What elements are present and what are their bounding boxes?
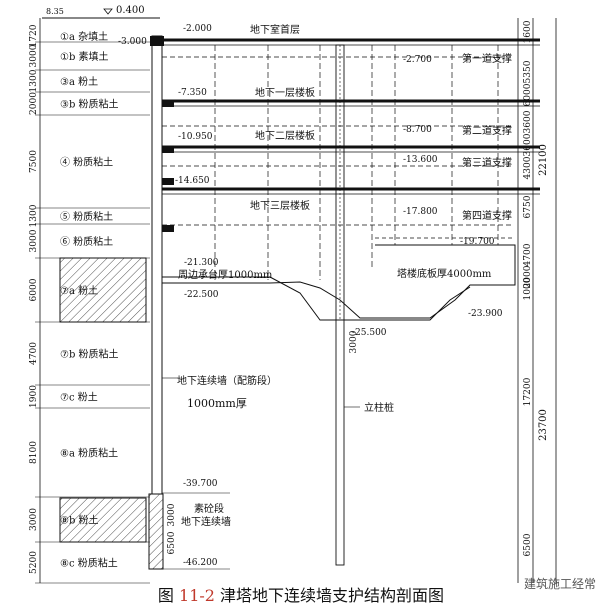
strut-4-name: 第四道支撑 bbox=[462, 209, 512, 222]
floor-b3-name: 地下三层楼板 bbox=[250, 199, 310, 212]
left-thickness-dim: 4700 bbox=[29, 342, 39, 365]
column-label: 立柱桩 bbox=[364, 401, 394, 414]
wall-cap-block bbox=[150, 36, 164, 46]
right-dim-label: 5350 bbox=[523, 60, 533, 83]
floor-b2-name: 地下二层楼板 bbox=[255, 129, 315, 142]
soil-layer-label: ⑦b 粉质粘土 bbox=[60, 348, 119, 361]
hatched-silt-8b bbox=[59, 497, 147, 543]
strut-2-name: 第二道支撑 bbox=[462, 124, 512, 137]
left-thickness-dim: 3000 bbox=[29, 229, 39, 252]
pit-step bbox=[269, 276, 471, 321]
right-total-1: 22100 bbox=[538, 144, 549, 176]
floor-b0-elev: -2.000 bbox=[183, 24, 212, 34]
caption-text: 津塔地下连续墙支护结构剖面图 bbox=[214, 586, 445, 605]
left-thickness-dim: 1300 bbox=[29, 69, 39, 92]
floor-b3-elev: -14.650 bbox=[175, 176, 210, 186]
right-dim-label: 3600 bbox=[523, 110, 533, 133]
strut-block-4 bbox=[162, 225, 174, 232]
soil-layer-label: ③b 粉质粘土 bbox=[60, 98, 119, 111]
right-dim-label: 4700 bbox=[523, 243, 533, 266]
strut-4-elev: -17.800 bbox=[403, 207, 438, 217]
diaphragm-wall bbox=[151, 35, 163, 495]
left-thickness-dim: 6000 bbox=[29, 278, 39, 301]
floor-b0-name: 地下室首层 bbox=[250, 23, 300, 36]
raft-level-elev: -19.700 bbox=[460, 237, 495, 247]
soil-layer-label: ⑧a 粉质粘土 bbox=[60, 447, 118, 460]
soil-layer-label: ③a 粉土 bbox=[60, 75, 98, 88]
strut-block-3 bbox=[162, 178, 174, 185]
strut-3-elev: -13.600 bbox=[403, 155, 438, 165]
soil-layer-label: ⑥ 粉质粘土 bbox=[60, 235, 113, 248]
left-thickness-dim: 1300 bbox=[29, 204, 39, 227]
floor-b1-elev: -7.350 bbox=[178, 88, 207, 98]
figure-caption: 图 11-2 津塔地下连续墙支护结构剖面图 bbox=[0, 582, 602, 606]
tiny-label: 8.35 bbox=[46, 7, 64, 16]
left-thickness-dim: 2000 bbox=[29, 92, 39, 115]
dim-3000-b: 3000 bbox=[167, 503, 177, 526]
soil-layer-label: ⑧c 粉质粘土 bbox=[60, 557, 118, 570]
left-thickness-dim: 7500 bbox=[29, 150, 39, 173]
wall-label: 地下连续墙（配筋段） bbox=[177, 374, 277, 387]
raft-bottom-elev: -23.900 bbox=[468, 309, 503, 319]
right-dim-label: 3600 bbox=[523, 133, 533, 156]
dim-6500-a: 6500 bbox=[167, 531, 177, 554]
left-thickness-dim: 3000 bbox=[29, 508, 39, 531]
wall-thick-label: 1000mm厚 bbox=[187, 397, 247, 410]
strut-1-name: 第一道支撑 bbox=[462, 52, 512, 65]
right-total-2: 23700 bbox=[538, 409, 549, 441]
right-dim-label: 6000 bbox=[523, 83, 533, 106]
cap-bottom-elev: -22.500 bbox=[184, 290, 219, 300]
caption-prefix: 图 bbox=[157, 586, 180, 605]
plain-seg-label-2: 地下连续墙 bbox=[181, 515, 231, 528]
pit-deepest-elev: -25.500 bbox=[352, 328, 387, 338]
pit-bottom-elev: -21.300 bbox=[184, 258, 219, 268]
right-dim-label: 6500 bbox=[523, 533, 533, 556]
floor-b1-name: 地下一层楼板 bbox=[255, 86, 315, 99]
floor-b2-elev: -10.950 bbox=[178, 132, 213, 142]
left-thickness-dim: 8100 bbox=[29, 441, 39, 464]
strut-block-2 bbox=[162, 147, 174, 153]
right-dim-label: 1000 bbox=[523, 277, 533, 300]
soil-layer-label: ④ 粉质粘土 bbox=[60, 156, 113, 169]
right-dim-label: 6750 bbox=[523, 195, 533, 218]
caption-fig-no: 11-2 bbox=[179, 586, 215, 605]
left-thickness-dim: 3000 bbox=[29, 44, 39, 67]
ground-elev-marker bbox=[103, 8, 113, 15]
hatched-silt-7a bbox=[59, 257, 147, 323]
right-dim-label: 17200 bbox=[523, 377, 533, 406]
left-thickness-dim: 1720 bbox=[29, 24, 39, 47]
soil-layer-label: ⑦c 粉土 bbox=[60, 391, 98, 404]
dim-3000-a: 3000 bbox=[349, 330, 359, 353]
strut-block-1 bbox=[162, 101, 174, 107]
wall-change-elev: -39.700 bbox=[183, 479, 218, 489]
left-thickness-dims: 1720300013002000750013003000600047001900… bbox=[29, 24, 39, 574]
right-dim-label: 2000 bbox=[523, 265, 533, 288]
soil-layer-label: ①a 杂填土 bbox=[60, 30, 108, 43]
right-inner-dims: 1600535060003600360043006750470020001000… bbox=[523, 20, 533, 556]
strut-1-elev: -2.700 bbox=[403, 55, 432, 65]
soil-layer-label: ①b 素填土 bbox=[60, 50, 109, 63]
strut-3-name: 第三道支撑 bbox=[462, 156, 512, 169]
soil-layer-label: ⑤ 粉质粘土 bbox=[60, 210, 113, 223]
plain-seg-label-1: 素砼段 bbox=[194, 502, 224, 515]
raft-outline bbox=[269, 244, 516, 319]
ground-elev: 0.400 bbox=[116, 5, 145, 16]
cap-label: 周边承台厚1000mm bbox=[178, 268, 273, 281]
diaphragm-wall-plain-segment bbox=[148, 493, 164, 570]
right-dim-label: 1600 bbox=[523, 20, 533, 43]
raft-label: 塔楼底板厚4000mm bbox=[397, 267, 492, 280]
left-thickness-dim: 5200 bbox=[29, 551, 39, 574]
dashed-columns bbox=[214, 45, 499, 280]
left-thickness-dim: 1900 bbox=[29, 385, 39, 408]
watermark: 建筑施工经常 bbox=[523, 577, 596, 591]
wall-toe-elev: -46.200 bbox=[183, 558, 218, 568]
strut-2-elev: -8.700 bbox=[403, 125, 432, 135]
right-dim-label: 4300 bbox=[523, 156, 533, 179]
